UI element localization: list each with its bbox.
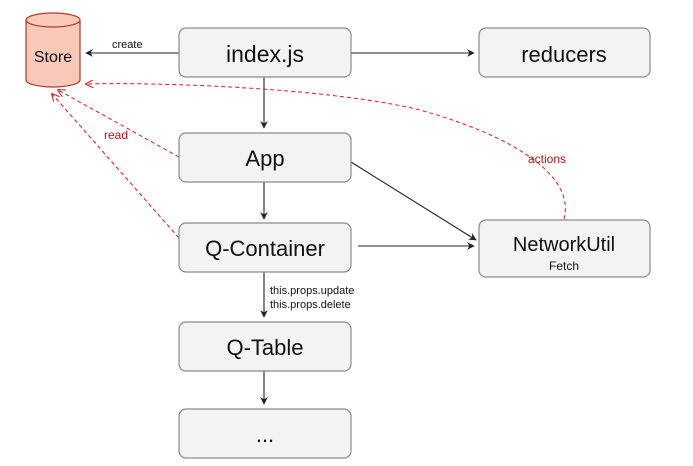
edge-network-actions-store	[86, 84, 566, 220]
edge-label-create: create	[112, 39, 143, 51]
edge-label-props-delete: this.props.delete	[270, 299, 351, 311]
edge-label-read: read	[104, 128, 128, 142]
store-cylinder-top	[25, 12, 81, 28]
edge-qcontainer-read-store	[52, 94, 180, 239]
edge-app-read-store	[58, 90, 180, 158]
reducers-label: reducers	[521, 42, 607, 67]
app-label: App	[245, 146, 284, 171]
q-table-label: Q-Table	[226, 335, 303, 360]
index-js-node[interactable]: index.js	[178, 27, 352, 78]
q-container-label: Q-Container	[205, 236, 325, 261]
app-node[interactable]: App	[178, 132, 352, 183]
edge-app-to-network	[350, 161, 477, 241]
index-js-label: index.js	[226, 41, 304, 67]
network-util-label: NetworkUtil	[513, 234, 615, 256]
network-util-node[interactable]: NetworkUtil Fetch	[478, 219, 651, 278]
store-node[interactable]: Store	[25, 12, 81, 88]
reducers-node[interactable]: reducers	[478, 27, 651, 78]
edge-label-props-update: this.props.update	[270, 285, 354, 297]
store-cylinder-body	[25, 20, 81, 88]
q-table-node[interactable]: Q-Table	[178, 321, 352, 372]
ellipsis-node[interactable]: ...	[178, 408, 352, 459]
network-util-sublabel: Fetch	[549, 259, 579, 273]
q-container-node[interactable]: Q-Container	[178, 222, 352, 273]
store-label: Store	[34, 49, 72, 66]
edge-label-actions: actions	[528, 152, 566, 166]
ellipsis-label: ...	[256, 422, 274, 447]
